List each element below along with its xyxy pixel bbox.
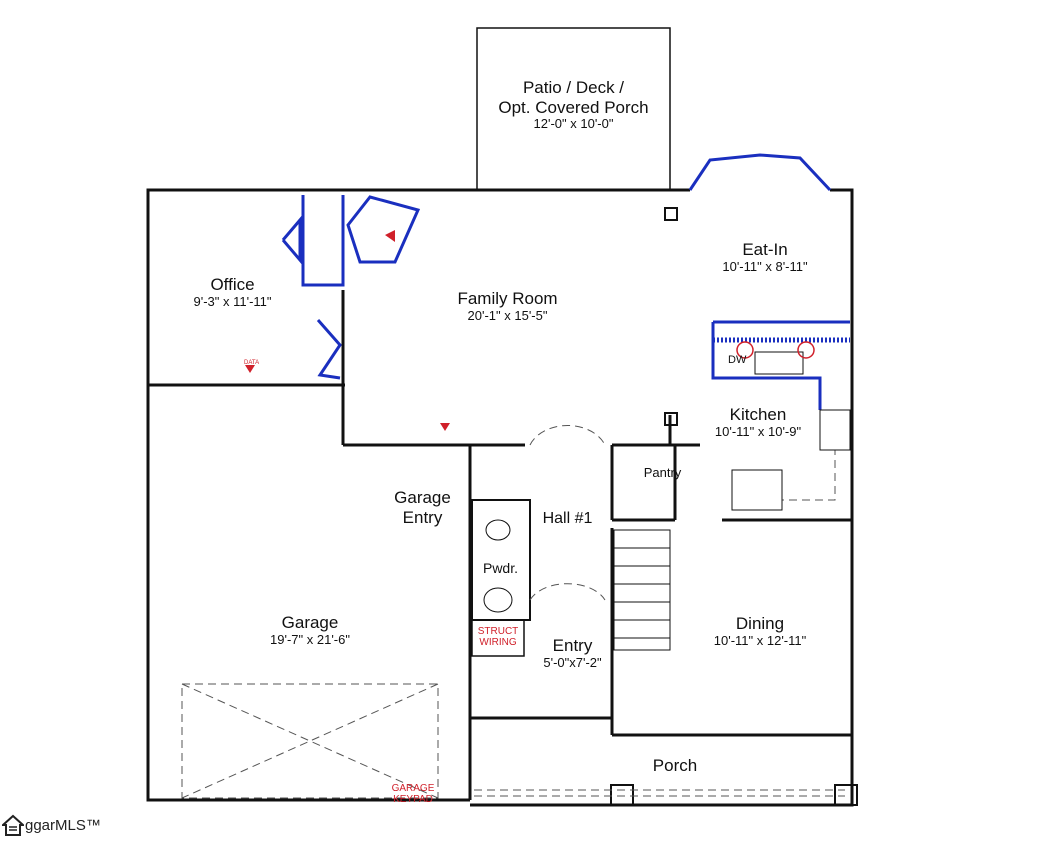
fixtures <box>483 351 851 613</box>
room-dims: 10'-11" x 8'-11" <box>722 258 808 274</box>
room-dims: 9'-3" x 11'-11" <box>193 293 272 309</box>
data-icon <box>245 365 255 373</box>
cabinets-and-windows <box>281 153 850 410</box>
room-eat-in: Eat-In 10'-11" x 8'-11" <box>700 240 830 274</box>
house-icon <box>2 814 24 836</box>
logo-text: ggarMLS™ <box>25 816 101 834</box>
data-markers <box>245 230 815 431</box>
outlet-icon <box>736 341 754 359</box>
room-dims: 5'-0"x7'-2" <box>543 654 602 670</box>
room-dims: 12'-0" x 10'-0" <box>533 116 614 132</box>
room-name: Entry <box>552 636 593 655</box>
room-dining: Dining 10'-11" x 12'-11" <box>690 614 830 648</box>
room-office: Office 9'-3" x 11'-11" <box>165 275 300 309</box>
room-dims: 10'-11" x 10'-9" <box>714 423 802 439</box>
data-label: DATA <box>244 360 260 366</box>
room-name: Kitchen <box>729 405 787 424</box>
data-icon <box>385 230 395 242</box>
room-hall: Hall #1 <box>542 510 593 527</box>
dishwasher-label: DW <box>728 354 747 366</box>
garage-keypad-label: GARAGE KEYPAD <box>391 783 435 805</box>
room-garage: Garage 19'-7" x 21'-6" <box>245 613 375 647</box>
room-name: Office <box>210 275 255 294</box>
room-dims: 19'-7" x 21'-6" <box>270 631 350 647</box>
walls <box>146 27 858 807</box>
outlet-icon <box>797 341 815 359</box>
room-pantry: Pantry <box>643 465 682 480</box>
room-name: Dining <box>735 614 785 633</box>
room-family: Family Room 20'-1" x 15'-5" <box>430 289 585 323</box>
room-name: Eat-In <box>742 240 788 259</box>
room-porch: Porch <box>652 756 698 775</box>
room-name: Family Room <box>457 289 558 308</box>
room-name: Patio / Deck / Opt. Covered Porch <box>498 78 649 117</box>
room-kitchen: Kitchen 10'-11" x 10'-9" <box>708 405 808 439</box>
room-patio: Patio / Deck / Opt. Covered Porch 12'-0"… <box>477 78 670 132</box>
room-dims: 10'-11" x 12'-11" <box>713 632 807 648</box>
logo: ggarMLS™ <box>2 814 101 836</box>
struct-wiring-label: STRUCT WIRING <box>477 626 519 648</box>
room-dims: 20'-1" x 15'-5" <box>467 307 548 323</box>
room-name: Garage <box>281 613 339 632</box>
data-icon <box>440 423 450 431</box>
dashed-features <box>181 409 845 799</box>
room-entry: Entry 5'-0"x7'-2" <box>530 636 615 670</box>
stairs <box>613 529 671 651</box>
room-garage-entry: Garage Entry <box>394 488 451 527</box>
room-powder: Pwdr. <box>482 560 518 576</box>
